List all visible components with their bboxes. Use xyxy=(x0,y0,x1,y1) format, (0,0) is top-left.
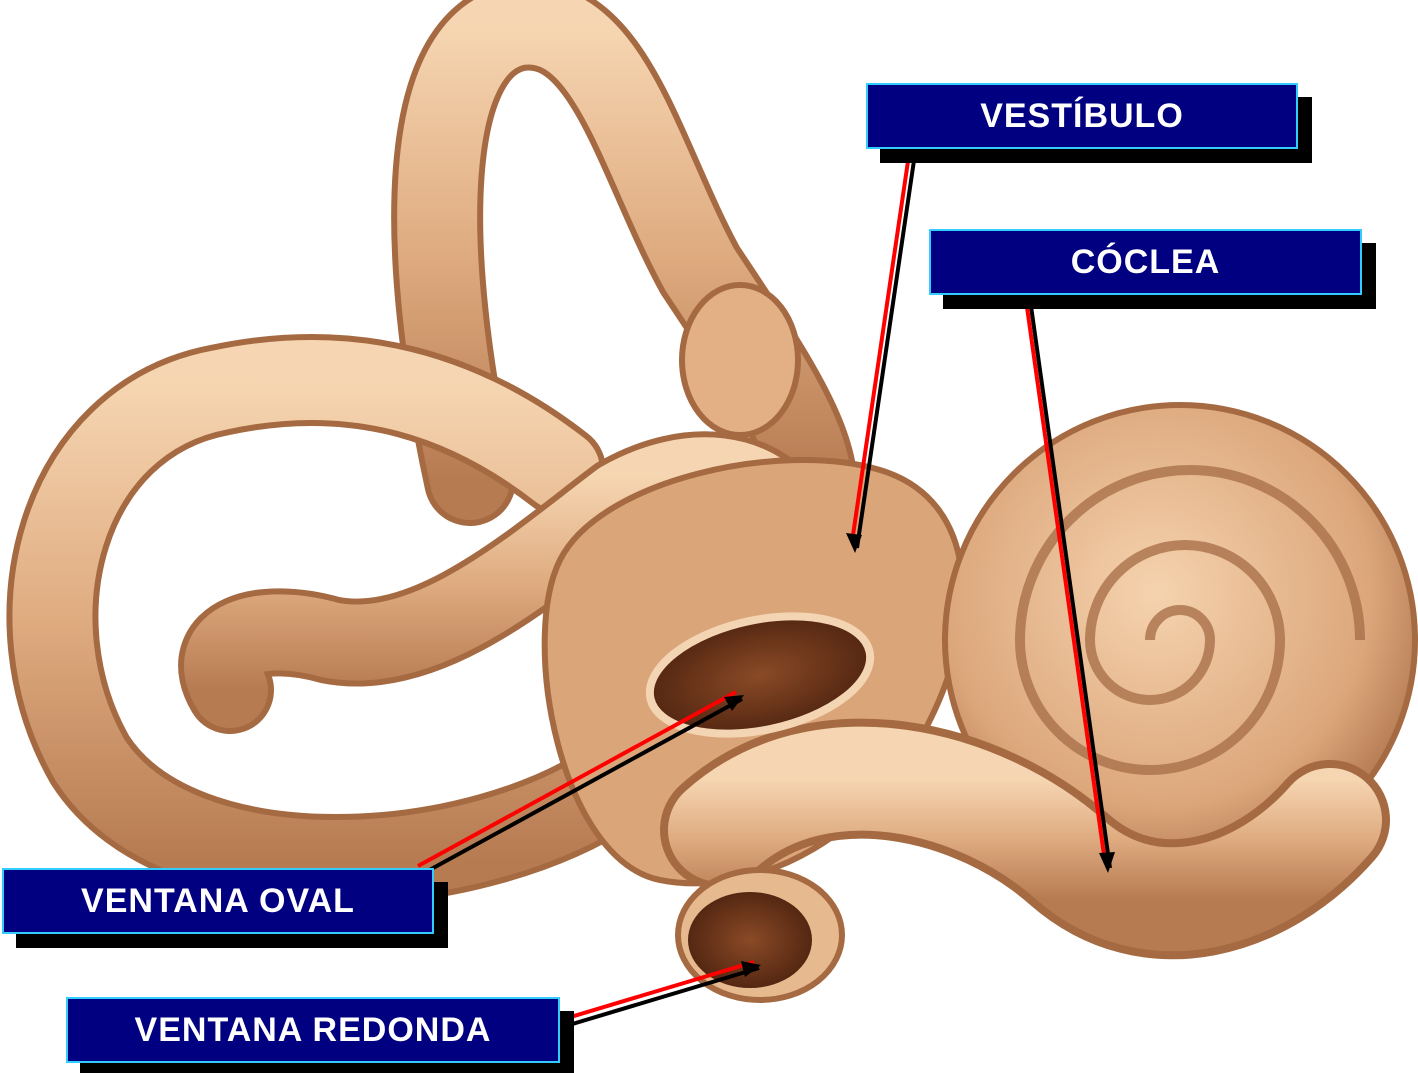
label-ventana-redonda: VENTANA REDONDA xyxy=(66,997,560,1063)
ampulla xyxy=(682,285,798,435)
label-coclea: CÓCLEA xyxy=(929,229,1362,295)
label-vestibulo: VESTÍBULO xyxy=(866,83,1298,149)
label-ventana-oval: VENTANA OVAL xyxy=(2,868,434,934)
round-window xyxy=(678,870,842,1000)
